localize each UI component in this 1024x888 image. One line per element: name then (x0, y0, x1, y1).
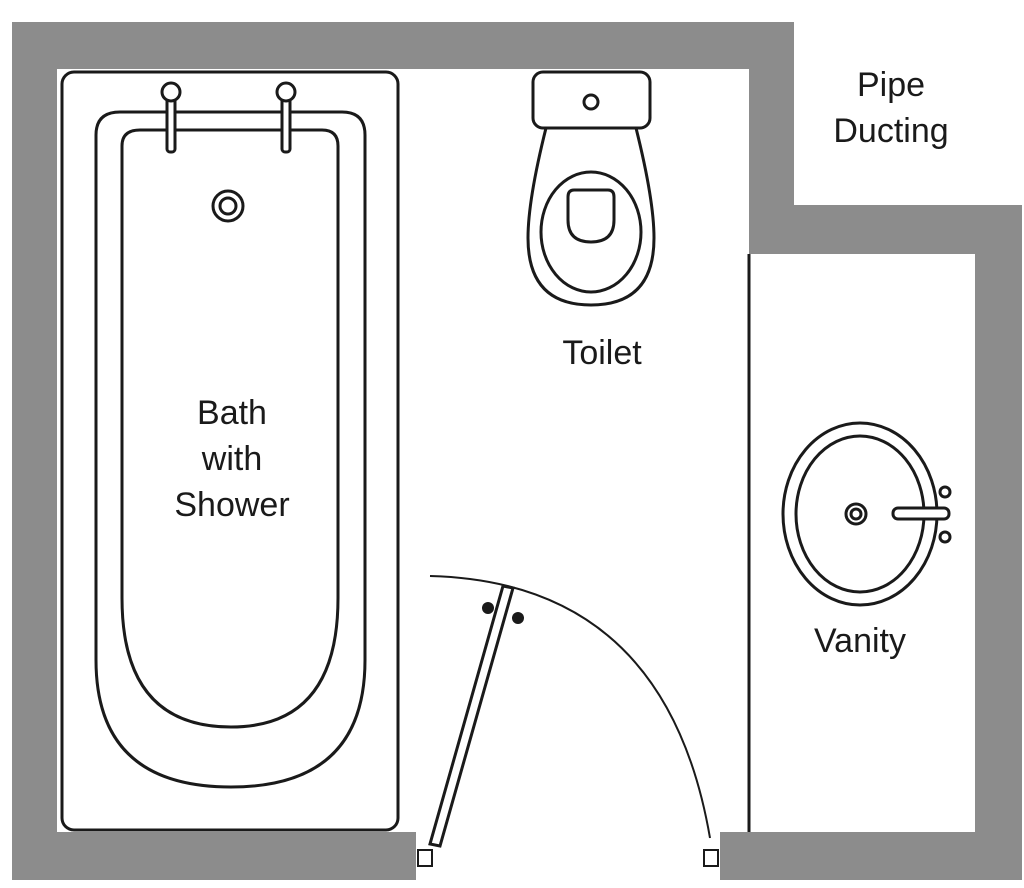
pipe-ducting-label-line-2: Ducting (833, 112, 949, 150)
basin-tap-bottom-icon (938, 530, 952, 544)
toilet (526, 70, 656, 307)
outer-wall (12, 22, 1022, 880)
bath-label-line-2: with (201, 440, 263, 478)
basin-tap-top-icon (938, 485, 952, 499)
door-handle-right-icon (512, 612, 524, 624)
vanity-label-text: Vanity (814, 622, 906, 660)
bath-label-line-1: Bath (197, 394, 267, 432)
walls (12, 22, 1022, 880)
basin-drain-inner (849, 507, 863, 521)
door-leaf (428, 584, 515, 848)
toilet-label: Toilet (522, 330, 682, 376)
pipe-ducting-label-line-1: Pipe (856, 66, 926, 104)
bath-tap-right-icon (275, 81, 297, 103)
vanity-label: Vanity (780, 618, 940, 664)
bath-basin (120, 128, 340, 729)
pipe-ducting-label: Pipe Ducting (796, 62, 986, 154)
door-swing-arc (429, 575, 711, 839)
door-stop-right (703, 849, 719, 867)
bath-drain-inner (218, 196, 238, 216)
bathtub (60, 70, 400, 832)
door-stop-left (417, 849, 433, 867)
door (417, 575, 719, 867)
toilet-label-text: Toilet (562, 334, 642, 372)
door-handle-left-icon (482, 602, 494, 614)
bath-tap-left-icon (160, 81, 182, 103)
basin-faucet-icon (891, 506, 951, 521)
bath-tap-left-stem (165, 96, 177, 154)
bath-label: Bath with Shower (132, 390, 332, 528)
bath-tap-right-stem (280, 96, 292, 154)
bath-label-line-3: Shower (174, 486, 290, 524)
toilet-bowl-opening (566, 188, 616, 244)
vanity-basin (781, 421, 952, 607)
toilet-flush-button-icon (582, 93, 600, 111)
